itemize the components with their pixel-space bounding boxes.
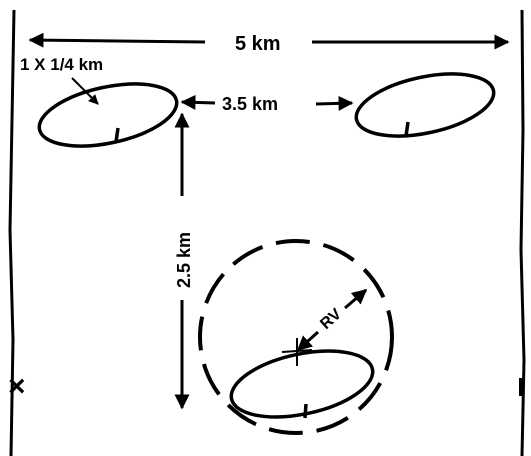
radius-arrow-upper xyxy=(344,288,368,310)
left-border-line xyxy=(8,9,16,456)
horizontal-gap-arrow-right xyxy=(315,95,354,111)
horizontal-gap-arrow-left xyxy=(180,94,216,110)
top-left-ellipse-tick xyxy=(114,127,120,143)
radius-label: RV xyxy=(317,305,345,333)
right-border-line xyxy=(519,9,526,456)
dashed-search-circle xyxy=(198,239,394,435)
horizontal-gap-label: 3.5 km xyxy=(222,94,278,114)
top-right-ellipse xyxy=(354,72,496,138)
total-distance-arrow-left xyxy=(28,32,206,48)
total-distance-label: 5 km xyxy=(235,33,281,55)
top-left-ellipse xyxy=(37,82,179,148)
vertical-gap-label: 2.5 km xyxy=(174,232,194,288)
left-edge-x-marker: × xyxy=(8,370,26,403)
ellipse-size-label: 1 X 1/4 km xyxy=(20,55,103,74)
bottom-ellipse xyxy=(229,349,375,419)
radius-arrow-lower xyxy=(296,330,320,352)
top-right-ellipse-tick xyxy=(404,121,410,137)
bottom-ellipse-tick xyxy=(303,403,308,419)
